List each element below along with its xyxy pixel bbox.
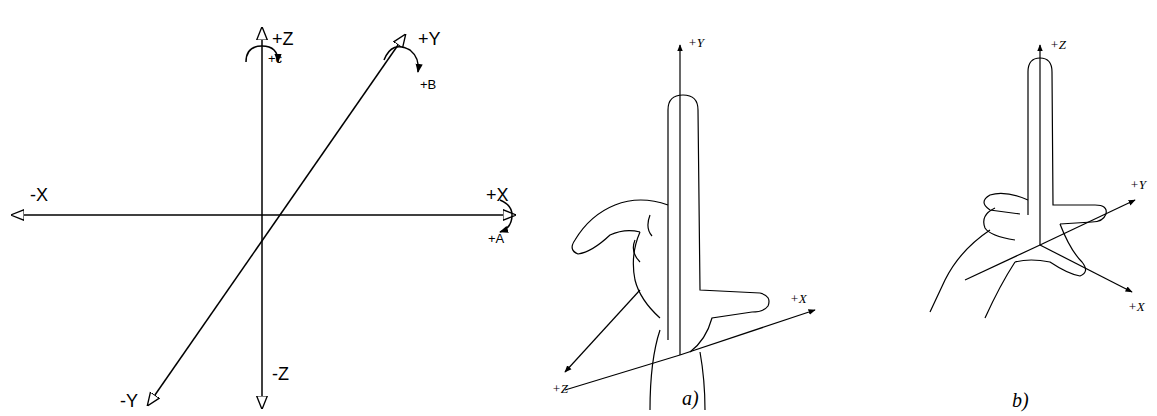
- axis-label: +X: [486, 186, 509, 204]
- figure-caption: a): [682, 388, 699, 408]
- rotation-label: +c: [268, 52, 282, 65]
- axis-label: -Y: [120, 392, 138, 410]
- axis-label: -Z: [272, 365, 289, 383]
- hand-b: [930, 45, 1135, 318]
- axis-label: +Y: [418, 30, 441, 48]
- rotation-label: +B: [420, 78, 436, 91]
- axis-label: +X: [790, 292, 807, 305]
- axis-label: +Y: [1130, 178, 1146, 191]
- coordinate-axes: [12, 28, 515, 408]
- hand-a: [565, 45, 815, 410]
- axis-label: +X: [1128, 300, 1145, 313]
- axis-label: +Z: [1050, 38, 1066, 51]
- rotation-label: +A: [488, 232, 504, 245]
- axis-label: +Y: [688, 36, 704, 49]
- axis-label: +Z: [552, 382, 568, 395]
- axis-label: +Z: [272, 30, 294, 48]
- axis-label: -X: [30, 186, 48, 204]
- figure-caption: b): [1012, 390, 1029, 410]
